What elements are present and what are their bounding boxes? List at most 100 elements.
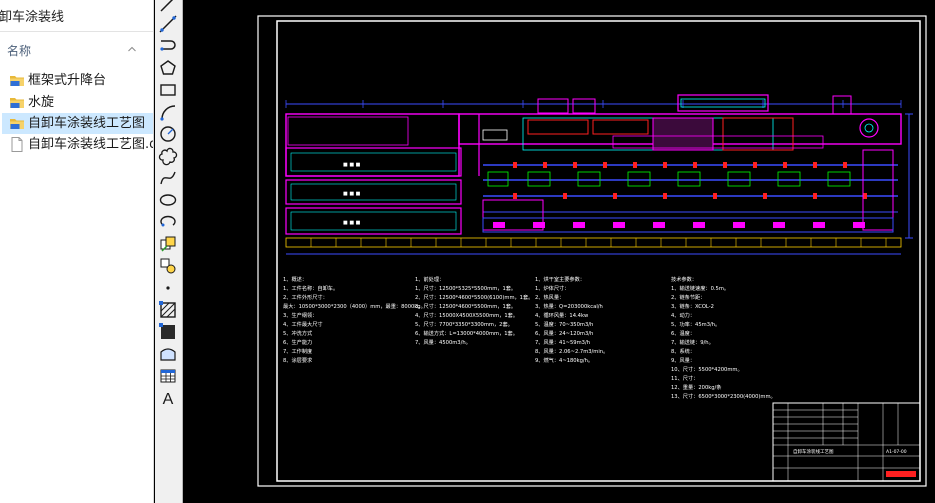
note-line: 5、尺寸：7700*3350*3300mm，2套。 <box>415 320 513 328</box>
note-line: 8、涂层要求 <box>283 356 313 364</box>
note-line: 12、重量：200kg/条 <box>671 383 722 391</box>
make-block-tool[interactable] <box>158 256 178 276</box>
note-line: 4、工件最大尺寸 <box>283 320 323 328</box>
file-name: 水旋 <box>28 95 55 110</box>
rectangle-tool[interactable] <box>158 80 178 100</box>
multiline-text-tool[interactable]: A <box>158 388 178 408</box>
note-line: 5、冲洗方式 <box>283 329 313 337</box>
note-line: 9、风量： <box>671 357 695 364</box>
text-icon: A <box>163 391 174 408</box>
ellipse-arc-icon <box>160 215 176 227</box>
file-list-item[interactable]: 框架式升降台 <box>2 70 153 91</box>
polygon-icon <box>160 60 176 75</box>
table-icon <box>160 369 176 383</box>
spline-icon <box>160 171 176 185</box>
note-line: 1、概述： <box>283 275 307 283</box>
file-icon <box>11 137 23 152</box>
circle-icon <box>160 126 176 142</box>
note-line: 7、输送链：9/h。 <box>671 338 714 346</box>
svg-text:A: A <box>163 391 174 408</box>
note-line: 3、生产纲领： <box>283 311 317 319</box>
spline-tool[interactable] <box>158 168 178 188</box>
gradient-tool[interactable] <box>158 322 178 342</box>
note-line: 1、炉体尺寸： <box>535 284 569 292</box>
region-tool[interactable] <box>158 344 178 364</box>
note-line: 2、热风量： <box>535 293 564 301</box>
title-block-project: 自卸车涂装线工艺图 <box>793 448 834 455</box>
note-line: 8、系统： <box>671 347 695 355</box>
technical-notes: 1、概述： 1、工件名称：自卸车。 2、工件外形尺寸： 最大：10500*300… <box>283 275 776 400</box>
point-icon <box>166 286 170 290</box>
hatch-icon <box>159 301 176 318</box>
address-path: 卸车涂装线 <box>0 10 65 25</box>
line-tool[interactable] <box>158 0 178 14</box>
title-block: 自卸车涂装线工艺图 A1-07-00 <box>772 402 921 482</box>
note-line: 4、尺寸：15000X4500X5500mm，1套。 <box>415 311 518 319</box>
draw-toolbar: A <box>155 0 183 503</box>
note-line: 5、功率：45m3/h。 <box>671 320 720 328</box>
layout-plan: ■ ■ ■ ■ ■ ■ ■ ■ ■ <box>285 94 913 255</box>
name-column-header[interactable]: 名称 <box>0 40 153 62</box>
polygon-tool[interactable] <box>158 58 178 78</box>
point-tool[interactable] <box>158 278 178 298</box>
note-line: 7、工作制度 <box>283 347 312 355</box>
note-line: 2、尺寸：12500*4600*5500(6100)mm，1套。 <box>415 293 533 301</box>
note-line: 9、燃气：4~180kg/h。 <box>535 356 593 364</box>
construction-line-tool[interactable] <box>158 14 178 34</box>
title-block-drawing-no: A1-07-00 <box>886 449 907 455</box>
svg-text:■ ■ ■: ■ ■ ■ <box>343 162 361 168</box>
insert-block-tool[interactable] <box>158 234 178 254</box>
note-line: 1、前处理： <box>415 275 444 283</box>
note-line: 1、工件名称：自卸车。 <box>283 284 338 292</box>
hatch-tool[interactable] <box>158 300 178 320</box>
note-line: 5、温度：70~350m3/h <box>535 320 593 328</box>
note-line: 2、链条节距： <box>671 293 705 301</box>
note-line: 1、尺寸：12500*5325*5500mm，1套。 <box>415 284 516 292</box>
insert-block-icon <box>160 236 176 252</box>
sheet-inner-border <box>276 20 921 482</box>
ellipse-tool[interactable] <box>158 190 178 210</box>
note-line: 6、风量：24~120m3/h <box>535 330 593 337</box>
address-bar[interactable]: 卸车涂装线 <box>0 5 153 32</box>
ellipse-arc-tool[interactable] <box>158 212 178 232</box>
construction-line-icon <box>159 15 177 33</box>
arc-tool[interactable] <box>158 102 178 122</box>
note-line: 7、风量：4500m3/h。 <box>415 339 471 346</box>
file-list-item-selected[interactable]: 自卸车涂装线工艺图 <box>2 113 153 134</box>
arc-icon <box>160 105 176 121</box>
chevron-up-icon <box>128 46 136 52</box>
note-line: 4、动力： <box>671 311 695 319</box>
column-header-label: 名称 <box>7 44 32 58</box>
note-line: 6、生产能力 <box>283 338 312 346</box>
note-line: 3、尺寸：12500*4600*5500mm，1套。 <box>415 302 516 310</box>
note-line: 3、链条：XCOL-2 <box>671 302 714 310</box>
file-list-item[interactable]: 水旋 <box>2 92 153 113</box>
note-line: 7、风量：41~59m3/h <box>535 339 590 346</box>
polyline-icon <box>160 40 176 51</box>
note-line: 8、风量：2.06~2.7m3/min。 <box>535 348 608 355</box>
folder-icon <box>10 98 24 108</box>
ellipse-icon <box>159 194 177 206</box>
note-line: 技术参数： <box>671 275 697 283</box>
svg-text:■ ■ ■: ■ ■ ■ <box>343 220 361 226</box>
file-name: 框架式升降台 <box>28 73 107 88</box>
revision-cloud-tool[interactable] <box>158 146 178 166</box>
note-line: 10、尺寸：5500*4200mm。 <box>671 365 743 373</box>
file-name: 自卸车涂装线工艺图.dwg <box>28 137 153 152</box>
note-line: 11、尺寸： <box>671 374 698 382</box>
cad-drawing: ■ ■ ■ ■ ■ ■ ■ ■ ■ <box>257 15 927 487</box>
folder-icon <box>10 119 24 129</box>
region-icon <box>160 348 176 361</box>
note-line: 1、输送链速度：0.5m。 <box>671 284 729 292</box>
cloud-icon <box>158 147 178 166</box>
gradient-icon <box>159 323 175 339</box>
polyline-tool[interactable] <box>158 36 178 56</box>
drawing-canvas[interactable]: ■ ■ ■ ■ ■ ■ ■ ■ ■ <box>183 0 935 503</box>
circle-tool[interactable] <box>158 124 178 144</box>
file-explorer-pane: 卸车涂装线 名称 框架式升降台 水旋 自卸车涂装线工艺图 自卸车涂装线工艺图.d… <box>0 0 154 503</box>
table-tool[interactable] <box>158 366 178 386</box>
folder-icon <box>10 76 24 86</box>
file-list-item[interactable]: 自卸车涂装线工艺图.dwg <box>2 134 153 155</box>
make-block-icon <box>160 258 176 274</box>
file-name: 自卸车涂装线工艺图 <box>28 116 146 131</box>
